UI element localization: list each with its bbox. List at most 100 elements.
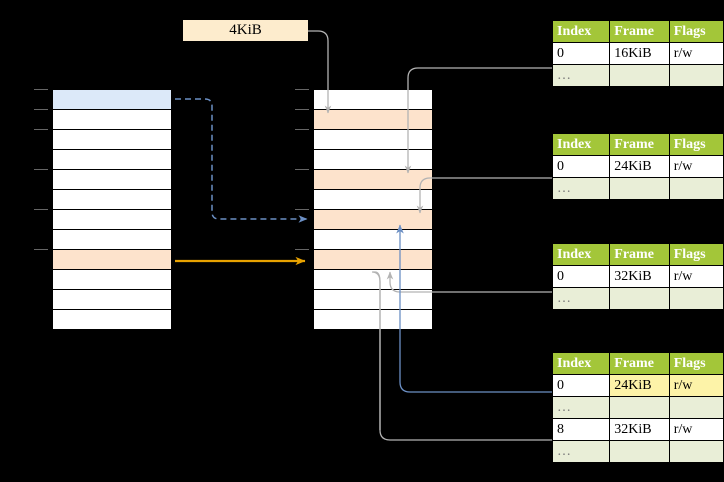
cell-flags bbox=[668, 177, 724, 200]
table-row: … bbox=[551, 64, 724, 87]
virtual-cell-row-11 bbox=[53, 310, 171, 330]
cell-index: 0 bbox=[551, 42, 611, 65]
virtual-cell-tick-0 bbox=[34, 89, 48, 91]
column-header-index: Index bbox=[551, 133, 611, 156]
table-row: … bbox=[551, 177, 724, 200]
column-header-flags: Flags bbox=[668, 352, 724, 375]
physical-cell-row-3 bbox=[314, 150, 432, 170]
cell-flags: r/w bbox=[668, 42, 724, 65]
physical-cell-row-2 bbox=[314, 130, 432, 150]
cell-frame: 24KiB bbox=[609, 374, 670, 397]
cell-frame bbox=[609, 287, 670, 310]
edge-pt2-to-frame bbox=[416, 177, 552, 214]
physical-cell-row-0 bbox=[314, 90, 432, 110]
virtual-cell-tick-4 bbox=[34, 169, 48, 171]
column-header-frame: Frame bbox=[609, 20, 670, 43]
cell-index: 0 bbox=[551, 155, 611, 178]
column-header-flags: Flags bbox=[668, 20, 724, 43]
cell-index: … bbox=[551, 396, 611, 419]
physical-cell-row-1 bbox=[314, 110, 432, 130]
table-row: … bbox=[551, 287, 724, 310]
physical-cell-row-4 bbox=[314, 170, 432, 190]
cell-flags bbox=[668, 64, 724, 87]
cell-frame: 16KiB bbox=[609, 42, 670, 65]
physical-cell-tick-2 bbox=[295, 129, 309, 131]
virtual-cell-tick-8 bbox=[34, 249, 48, 251]
virtual-cell-row-6 bbox=[53, 210, 171, 230]
cell-index: … bbox=[551, 287, 611, 310]
physical-cell-tick-1 bbox=[295, 109, 309, 111]
cell-flags: r/w bbox=[668, 418, 724, 441]
cell-flags bbox=[668, 396, 724, 419]
physical-cell-tick-0 bbox=[295, 89, 309, 91]
virtual-cell-row-4 bbox=[53, 170, 171, 190]
column-header-frame: Frame bbox=[609, 133, 670, 156]
cell-frame: 24KiB bbox=[609, 155, 670, 178]
physical-memory-column bbox=[313, 89, 433, 330]
virtual-cell-tick-2 bbox=[34, 129, 48, 131]
physical-cell-tick-6 bbox=[295, 209, 309, 211]
physical-cell-row-11 bbox=[314, 310, 432, 330]
column-header-frame: Frame bbox=[609, 243, 670, 266]
virtual-cell-row-2 bbox=[53, 130, 171, 150]
column-header-index: Index bbox=[551, 20, 611, 43]
virtual-cell-tick-1 bbox=[34, 109, 48, 111]
virtual-cell-row-9 bbox=[53, 270, 171, 290]
virtual-cell-row-0 bbox=[53, 90, 171, 110]
table-row: … bbox=[551, 396, 724, 419]
virtual-cell-row-10 bbox=[53, 290, 171, 310]
cell-flags: r/w bbox=[668, 155, 724, 178]
cell-flags: r/w bbox=[668, 374, 724, 397]
physical-cell-tick-4 bbox=[295, 169, 309, 171]
page-size-label: 4KiB bbox=[183, 20, 308, 41]
cell-index: … bbox=[551, 64, 611, 87]
virtual-cell-row-8 bbox=[53, 250, 171, 270]
physical-cell-tick-8 bbox=[295, 249, 309, 251]
physical-cell-row-9 bbox=[314, 270, 432, 290]
column-header-flags: Flags bbox=[668, 133, 724, 156]
cell-frame: 32KiB bbox=[609, 418, 670, 441]
virtual-cell-row-1 bbox=[53, 110, 171, 130]
cell-flags bbox=[668, 440, 724, 463]
physical-cell-row-8 bbox=[314, 250, 432, 270]
physical-cell-row-6 bbox=[314, 210, 432, 230]
physical-cell-row-5 bbox=[314, 190, 432, 210]
table-row: … bbox=[551, 440, 724, 463]
cell-frame bbox=[609, 440, 670, 463]
cell-index: 8 bbox=[551, 418, 611, 441]
virtual-cell-row-3 bbox=[53, 150, 171, 170]
edge-virtual-to-physical-dashed bbox=[175, 98, 308, 223]
cell-frame bbox=[609, 396, 670, 419]
virtual-address-space-column bbox=[52, 89, 172, 330]
cell-flags: r/w bbox=[668, 265, 724, 288]
cell-frame bbox=[609, 177, 670, 200]
virtual-cell-row-7 bbox=[53, 230, 171, 250]
cell-index: 0 bbox=[551, 374, 611, 397]
column-header-flags: Flags bbox=[668, 243, 724, 266]
physical-cell-row-10 bbox=[314, 290, 432, 310]
physical-cell-row-7 bbox=[314, 230, 432, 250]
cell-flags bbox=[668, 287, 724, 310]
cell-index: … bbox=[551, 177, 611, 200]
cell-index: 0 bbox=[551, 265, 611, 288]
cell-index: … bbox=[551, 440, 611, 463]
cell-frame bbox=[609, 64, 670, 87]
virtual-cell-tick-6 bbox=[34, 209, 48, 211]
column-header-index: Index bbox=[551, 352, 611, 375]
column-header-frame: Frame bbox=[609, 352, 670, 375]
virtual-cell-row-5 bbox=[53, 190, 171, 210]
